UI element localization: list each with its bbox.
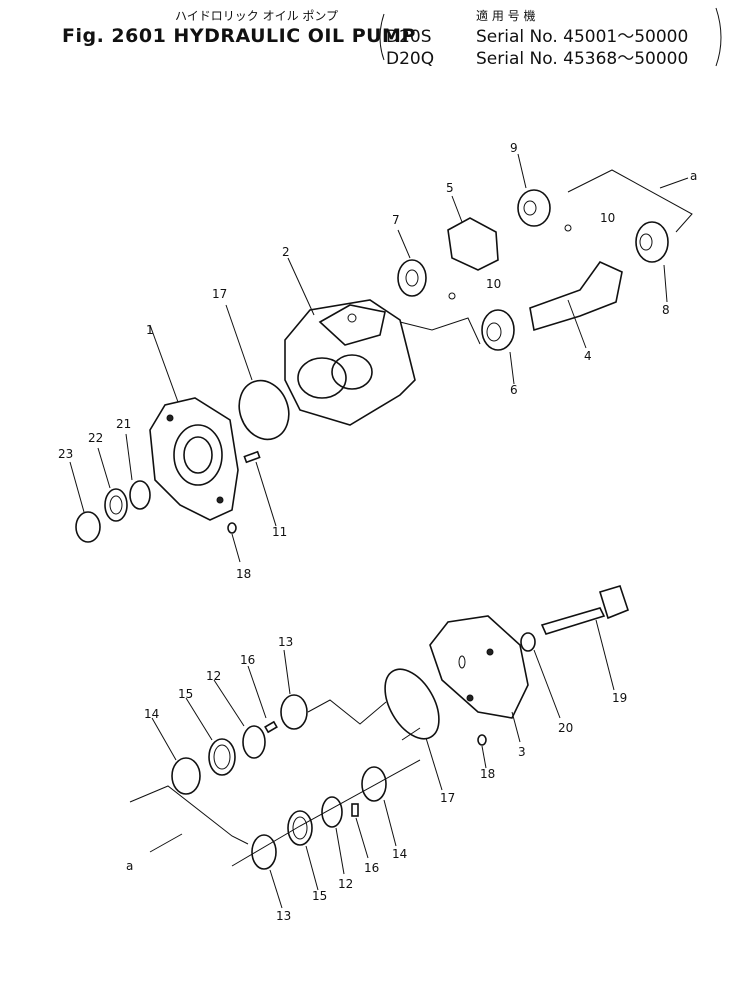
callout-12-upper: 12 — [206, 669, 221, 683]
callout-11: 11 — [272, 525, 287, 539]
callout-15-upper: 15 — [178, 687, 193, 701]
figure-title: Fig. 2601 HYDRAULIC OIL PUMP — [62, 25, 416, 47]
callout-3: 3 — [518, 745, 526, 759]
callout-9: 9 — [510, 141, 518, 155]
part-seal-14-lower — [361, 766, 397, 847]
callout-23: 23 — [58, 447, 73, 461]
part-drive-gear-4 — [529, 260, 623, 349]
reference-arrow-a-lower — [149, 833, 183, 853]
part-seal-15-lower — [287, 810, 319, 891]
part-end-cover-3 — [429, 615, 529, 743]
serial-d20s: Serial No. 45001～50000 — [476, 27, 688, 47]
part-pin-11 — [243, 450, 261, 464]
callout-17-upper: 17 — [212, 287, 227, 301]
part-bushing-9 — [517, 153, 551, 227]
reference-label-a-lower: a — [126, 859, 133, 873]
reference-line-17-link — [401, 727, 421, 741]
reference-line-lower-upper — [307, 699, 387, 725]
part-bushing-6 — [481, 309, 515, 385]
reference-line-body — [399, 317, 481, 345]
part-seal-13-lower — [251, 834, 283, 909]
part-snap-ring-23 — [75, 511, 101, 543]
callout-10-lower: 10 — [486, 277, 501, 291]
callout-1: 1 — [146, 323, 154, 337]
callout-20: 20 — [558, 721, 573, 735]
part-oring-18-upper — [227, 522, 237, 534]
part-pin-10-upper — [564, 224, 572, 232]
callout-16-lower: 16 — [364, 861, 379, 875]
callout-10-upper: 10 — [600, 211, 615, 225]
callout-15-lower: 15 — [312, 889, 327, 903]
reference-label-a-upper: a — [690, 169, 697, 183]
callout-13-lower: 13 — [276, 909, 291, 923]
part-cover-1 — [149, 324, 239, 521]
callout-4: 4 — [584, 349, 592, 363]
part-seal-13-upper — [280, 649, 308, 730]
part-ring-12-lower — [321, 796, 345, 875]
callout-2: 2 — [282, 245, 290, 259]
callout-14-lower: 14 — [392, 847, 407, 861]
model-d20q: D20Q — [386, 49, 434, 69]
part-bearing-22 — [104, 488, 128, 522]
callout-16-upper: 16 — [240, 653, 255, 667]
part-gear-5 — [447, 195, 499, 271]
part-ring-20 — [520, 632, 536, 652]
part-pin-16-upper — [247, 665, 278, 734]
callout-21: 21 — [116, 417, 131, 431]
callout-19: 19 — [612, 691, 627, 705]
callout-22: 22 — [88, 431, 103, 445]
reference-line-lower-mid — [231, 759, 421, 867]
callout-6: 6 — [510, 383, 518, 397]
part-seal-ring-17-upper — [238, 379, 290, 441]
callout-8: 8 — [662, 303, 670, 317]
reference-line-a-upper — [567, 169, 693, 233]
callout-18-lower: 18 — [480, 767, 495, 781]
part-seal-ring-17-lower — [384, 668, 440, 740]
title-japanese: ハイドロリック オイル ポンプ — [175, 9, 338, 23]
part-seal-15-upper — [185, 697, 236, 776]
part-bolt-19 — [540, 585, 629, 691]
part-pin-16-lower — [351, 803, 369, 859]
serial-d20q: Serial No. 45368～50000 — [476, 49, 688, 69]
callout-14-upper: 14 — [144, 707, 159, 721]
reference-arrow-a-upper — [659, 177, 689, 189]
callout-5: 5 — [446, 181, 454, 195]
part-washer-21 — [129, 480, 151, 510]
callout-12-lower: 12 — [338, 877, 353, 891]
bracket-right — [715, 7, 722, 67]
callout-13-upper: 13 — [278, 635, 293, 649]
reference-line-a-lower — [129, 785, 249, 845]
part-bushing-8 — [635, 221, 669, 303]
callout-18-upper: 18 — [236, 567, 251, 581]
part-seal-14-upper — [151, 717, 201, 795]
callout-17-lower: 17 — [440, 791, 455, 805]
callout-7: 7 — [392, 213, 400, 227]
callout-labels: 1 2 3 4 5 6 7 8 9 10 10 11 12 12 13 13 1… — [58, 141, 697, 923]
bracket-left — [379, 13, 385, 61]
part-oring-18-lower — [477, 734, 487, 746]
part-pin-10-lower — [448, 292, 456, 300]
part-ring-12-upper — [213, 679, 266, 759]
part-pump-body-2 — [284, 257, 416, 426]
applicable-label-japanese: 適 用 号 機 — [476, 8, 535, 23]
model-d20s: D20S — [386, 27, 432, 47]
part-bushing-7 — [397, 229, 427, 297]
